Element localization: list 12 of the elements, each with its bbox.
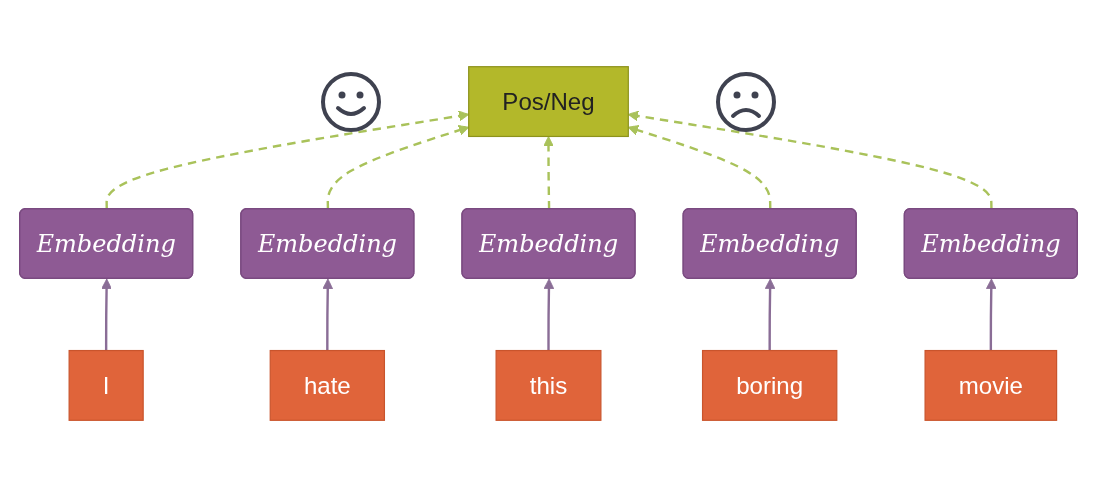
arrow — [101, 278, 112, 351]
node-box: hate — [269, 349, 386, 421]
node-box: boring — [701, 349, 838, 421]
node-box: Pos/Neg — [468, 66, 629, 138]
arrow — [543, 278, 555, 351]
arrow — [543, 135, 554, 210]
node-box: this — [495, 349, 602, 421]
node-box: movie — [924, 349, 1058, 421]
node-box: I — [68, 349, 144, 421]
arrow — [764, 278, 776, 351]
arrow — [986, 278, 997, 351]
arrow — [322, 278, 334, 351]
